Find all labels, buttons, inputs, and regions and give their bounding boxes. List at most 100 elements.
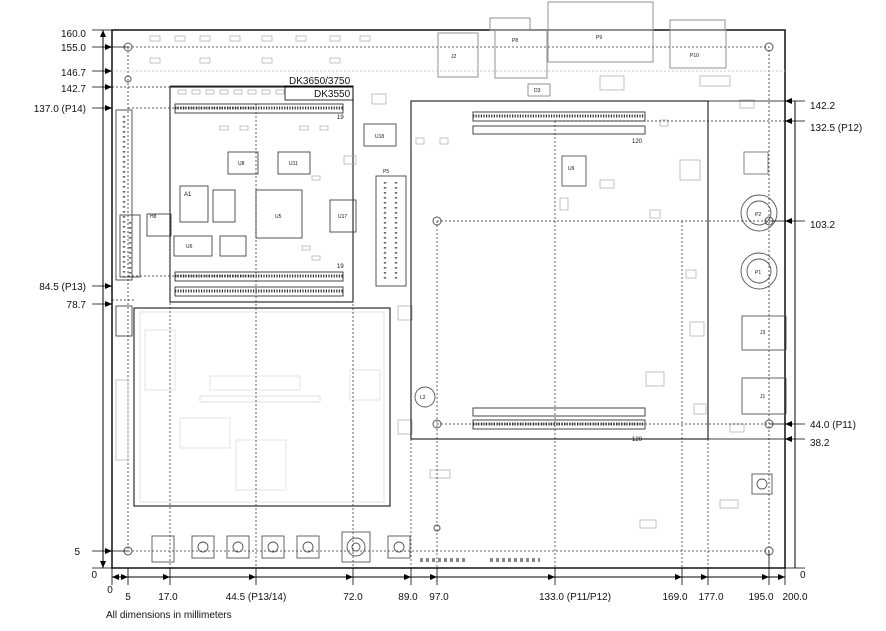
connector-p10-body	[669, 19, 726, 31]
label-j3: J3	[760, 330, 766, 336]
connector-j1	[741, 377, 787, 415]
power-jack	[341, 531, 371, 563]
header-pin-rows	[122, 116, 398, 282]
bottom-dim-label: 72.0	[343, 592, 363, 603]
push-buttons	[151, 531, 411, 563]
right-dim-label: 132.5 (P12)	[810, 123, 862, 134]
qfp-ic	[743, 151, 769, 175]
label-p8: P8	[512, 38, 518, 44]
label-u17: U17	[338, 214, 347, 220]
display-faint-content	[139, 311, 385, 503]
left-dim-label: 5	[74, 547, 80, 558]
small-components	[149, 35, 755, 529]
left-dim-label: 0	[91, 570, 97, 581]
connector-j2	[437, 32, 479, 78]
main-module-parts	[414, 151, 787, 495]
connector-p1	[740, 252, 778, 290]
units-note: All dimensions in millimeters	[106, 610, 232, 621]
connector-p8	[494, 29, 548, 79]
push-button	[191, 535, 215, 559]
connector-p9	[547, 29, 654, 63]
connector-p8-body	[489, 17, 531, 31]
ic-h8	[146, 213, 172, 237]
label-u9: U9	[568, 166, 575, 172]
mounting-hole	[124, 75, 132, 83]
p11-pin-label: 120	[632, 437, 643, 443]
push-button	[296, 535, 320, 559]
label-p9: P9	[596, 35, 602, 41]
dip-switch	[151, 535, 175, 563]
left-dimension-arrows	[100, 30, 112, 568]
top-connectors	[437, 1, 727, 97]
label-u18: U18	[375, 134, 384, 140]
ic-u17	[329, 199, 357, 233]
label-d3: D3	[534, 88, 541, 94]
bottom-dim-label: 44.5 (P13/14)	[226, 592, 287, 603]
inductor-l2	[414, 386, 436, 408]
right-dim-label: 142.2	[810, 101, 835, 112]
ic-u11	[277, 151, 311, 175]
connector-p9-body	[547, 1, 654, 31]
connector-p13: 19	[174, 264, 344, 297]
connector-p11: 120	[472, 407, 646, 443]
left-dimension-ticks	[92, 29, 128, 569]
label-p10: P10	[690, 53, 699, 59]
ic-u18	[363, 123, 397, 147]
ic-left-header	[115, 109, 133, 281]
ic-header-p5	[375, 175, 407, 287]
connector-j3	[741, 315, 787, 351]
push-button	[226, 535, 250, 559]
ic-u9	[561, 155, 587, 187]
label-j2: J2	[451, 54, 457, 60]
label-u6: U6	[186, 244, 193, 250]
bottom-dim-label: 169.0	[662, 592, 687, 603]
display-outline	[133, 307, 391, 507]
tactile-switch	[751, 473, 773, 495]
main-module-outline	[410, 100, 709, 440]
left-dim-label: 78.7	[67, 300, 87, 311]
bottom-dim-label: 195.0	[748, 592, 773, 603]
module-ics	[115, 109, 407, 287]
bottom-dim-label: 133.0 (P11/P12)	[539, 592, 611, 603]
bottom-dim-label: 97.0	[429, 592, 449, 603]
right-dimension-ticks	[708, 100, 805, 569]
bottom-dim-label: 200.0	[782, 592, 807, 603]
label-p2: P2	[755, 212, 761, 218]
component-d3	[527, 83, 551, 97]
bottom-dim-label: 17.0	[158, 592, 178, 603]
label-p5: P5	[383, 169, 389, 175]
bottom-dim-label: 177.0	[698, 592, 723, 603]
pcb-board-outline	[111, 29, 786, 569]
bottom-dim-label: 0	[107, 585, 113, 596]
connector-p14: 19	[174, 103, 344, 121]
ic-u10	[212, 189, 236, 223]
bottom-dim-label: 5	[125, 592, 131, 603]
label-j1: J1	[760, 394, 766, 400]
left-dim-label: 84.5 (P13)	[39, 282, 86, 293]
connector-p10	[669, 29, 727, 69]
label-dk3550: DK3550	[314, 89, 351, 100]
label-h8: H8	[150, 214, 157, 220]
right-dimension-arrows	[785, 98, 792, 442]
left-dim-label: 160.0	[61, 29, 86, 40]
left-dim-label: 142.7	[61, 84, 86, 95]
bottom-dim-label: 89.0	[398, 592, 418, 603]
mounting-hole	[764, 42, 774, 52]
p12-pin-label: 120	[632, 139, 643, 145]
push-button	[387, 535, 411, 559]
mounting-hole-frame	[127, 46, 770, 552]
right-dim-label: 44.0 (P11)	[810, 420, 856, 431]
label-u11: U11	[289, 161, 298, 167]
left-dim-label: 146.7	[61, 68, 86, 79]
bottom-dimension-ticks	[111, 551, 786, 585]
right-dim-label: 103.2	[810, 220, 835, 231]
reference-lines	[112, 70, 785, 568]
push-button	[261, 535, 285, 559]
ic-a1	[179, 185, 209, 223]
p13-pin-label: 19	[337, 264, 344, 270]
connector-p12: 120	[472, 111, 646, 145]
label-u5: U5	[275, 214, 282, 220]
p14-pin-label: 19	[337, 115, 344, 121]
label-l2: L2	[420, 395, 426, 401]
